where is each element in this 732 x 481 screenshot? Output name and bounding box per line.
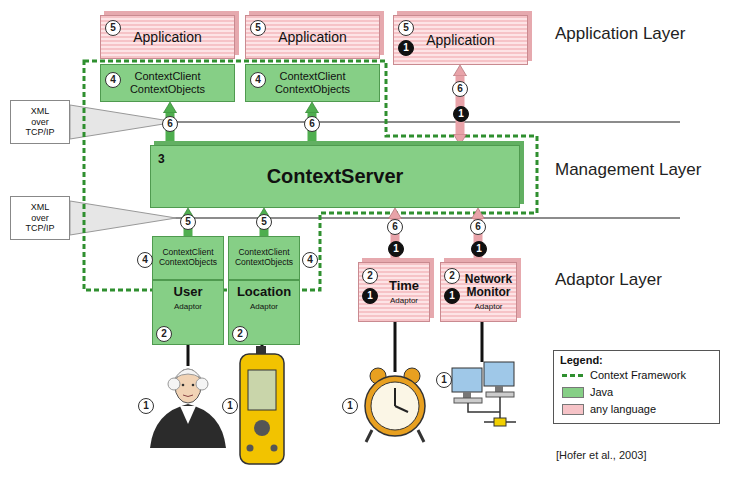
box-title: XML over TCP/IP [26,202,55,233]
callout-number: 5 [180,214,196,230]
callout-number: 1 [436,372,452,388]
callout-number: 6 [304,116,320,132]
box-subtitle: Adaptor [174,302,202,311]
device-wires [188,322,482,372]
legend-text: any language [590,403,656,416]
application-box: Application [393,15,528,65]
callout-number: 1 [398,40,414,56]
callout-number: 6 [452,81,468,97]
box-title: ContextServer [267,165,404,188]
callout-number: 1 [453,106,469,122]
protocol-note: XML over TCP/IP [10,196,70,240]
context-client-box: ContextClient ContextObjects [228,236,300,280]
citation-caption: [Hofer et al., 2003] [556,449,647,461]
callout-number: 6 [387,219,403,235]
callout-number: 4 [250,72,266,88]
callout-number: 2 [444,268,460,284]
callout-number: 4 [105,72,121,88]
callout-number: 2 [362,268,378,284]
box-title: Network Monitor [465,273,512,301]
legend-row: Java [562,386,613,399]
legend-heading: Legend: [560,354,603,366]
network-computers [452,362,516,426]
gps-device [240,346,284,464]
box-title: ContextClient ContextObjects [159,248,217,268]
application-box: Application [245,15,380,59]
framework-outline [84,61,537,290]
box-subtitle: Adaptor [250,302,278,311]
callout-number: 5 [398,20,414,36]
callout-number: 6 [470,219,486,235]
callout-number: 1 [222,398,238,414]
context-server-box: ContextServer [150,145,520,208]
person-figure [150,369,226,448]
callout-number: 5 [256,214,272,230]
layer-label: Management Layer [555,160,701,180]
box-title: XML over TCP/IP [26,106,55,137]
box-title: Location [237,285,291,300]
callout-pointer [70,105,176,139]
callout-number: 5 [250,20,266,36]
box-title: Application [426,32,495,48]
box-title: Application [133,29,202,45]
box-title: Application [278,29,347,45]
callout-number: 1 [388,241,404,257]
callout-number: 1 [138,398,154,414]
legend-row: Context Framework [562,369,686,382]
box-subtitle: Adaptor [474,302,502,311]
callout-number: 1 [444,288,460,304]
legend-text: Java [590,386,613,399]
context-client-box: ContextClient ContextObjects [152,236,224,280]
legend-row: any language [562,403,656,416]
protocol-note: XML over TCP/IP [10,100,70,144]
legend-text: Context Framework [590,369,686,382]
callout-number: 1 [471,241,487,257]
callout-number: 6 [162,116,178,132]
callout-number: 2 [232,326,248,342]
callout-number: 3 [158,152,165,166]
box-title: ContextClient ContextObjects [235,248,293,268]
box-title: User [174,285,203,300]
layer-label: Adaptor Layer [555,270,662,290]
callout-number: 4 [137,252,153,268]
legend-swatch [562,387,584,398]
callout-number: 1 [362,288,378,304]
layer-label: Application Layer [555,24,685,44]
box-subtitle: Adaptor [390,296,418,305]
callout-number: 5 [105,20,121,36]
clock-figure [365,368,425,442]
box-title: ContextClient ContextObjects [130,70,205,95]
legend-swatch [562,404,584,415]
application-box: Application [100,15,235,59]
callout-number: 4 [302,252,318,268]
callout-number: 1 [342,398,358,414]
box-title: Time [389,279,419,294]
callout-number: 2 [156,326,172,342]
legend-line-sample [562,370,584,381]
box-title: ContextClient ContextObjects [275,70,350,95]
